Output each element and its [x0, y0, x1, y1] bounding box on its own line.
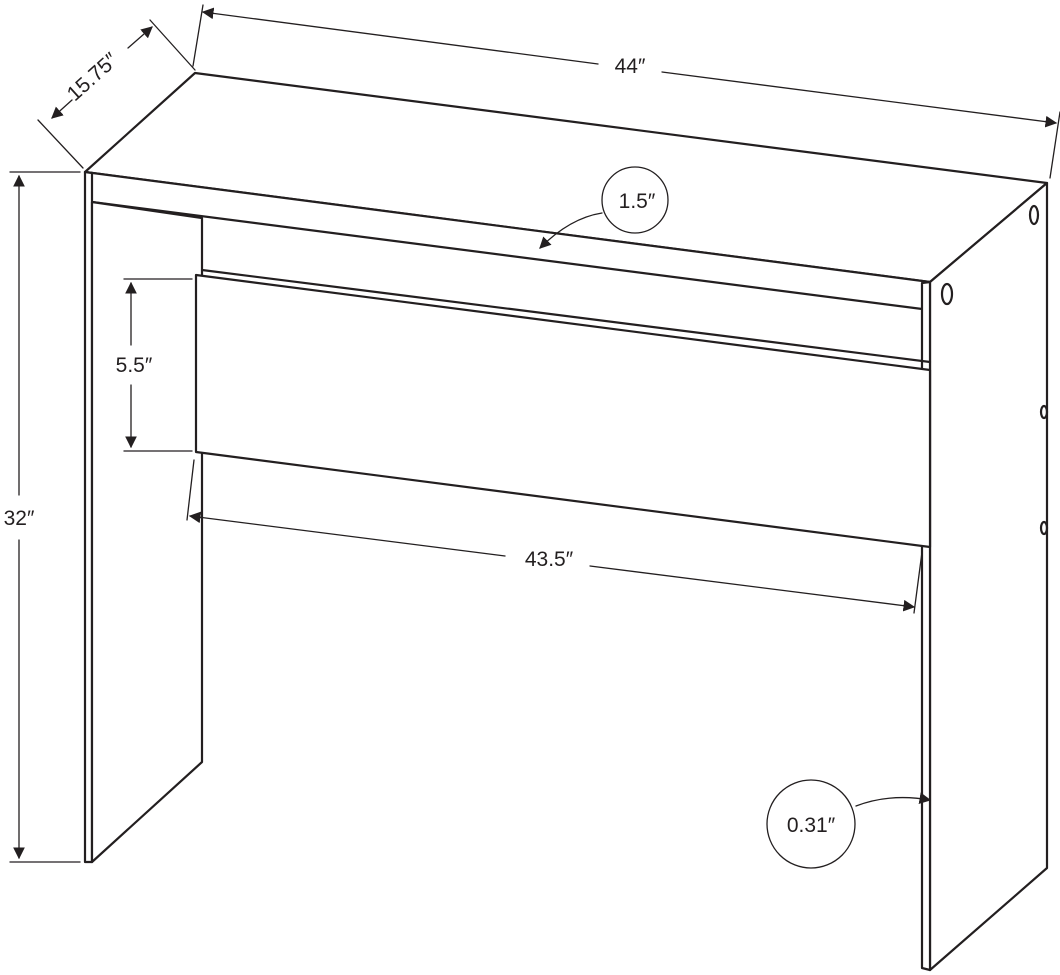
bolt-hole-lower: [1039, 520, 1049, 536]
top-thickness-label: 1.5″: [619, 190, 656, 213]
cam-hole-front: [940, 282, 954, 306]
right-leg-side-panel: [928, 181, 1049, 972]
height-label: 32″: [4, 507, 35, 530]
callout-top-thickness: 1.5″: [539, 166, 669, 249]
left-leg-inner-panel: [90, 200, 204, 864]
depth-label: 15.75″: [63, 48, 123, 106]
dimension-width: 44″: [192, 4, 1060, 179]
apron-width-label: 43.5″: [525, 548, 574, 571]
cam-hole-rear: [1028, 204, 1040, 226]
console-table: [83, 71, 1049, 972]
apron-panel: [194, 273, 932, 549]
dimension-height: 32″: [4, 171, 81, 863]
width-label: 44″: [615, 55, 646, 78]
callout-panel-thickness: 0.31″: [766, 779, 932, 869]
apron-top-edge: [200, 268, 932, 364]
dimension-apron-height: 5.5″: [116, 278, 193, 452]
panel-thickness-label: 0.31″: [787, 814, 836, 837]
callout-circle-panel: [766, 779, 856, 869]
apron-height-label: 5.5″: [116, 354, 153, 377]
dimension-apron-width: 43.5″: [186, 459, 923, 614]
callout-circle-top: [601, 166, 669, 234]
bolt-hole-upper: [1039, 404, 1049, 420]
